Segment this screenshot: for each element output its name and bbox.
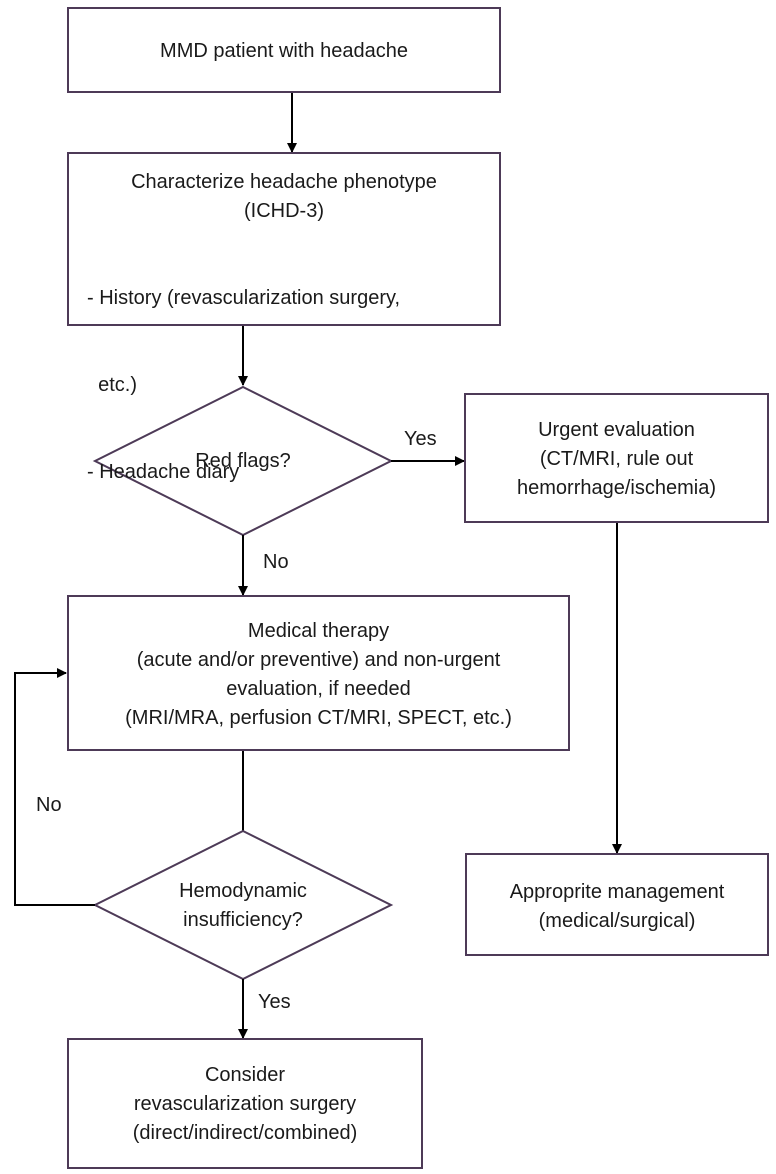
characterize-title-line-2: (ICHD-3) (244, 200, 324, 222)
hemodynamic-label: Hemodynamic insufficiency? (95, 877, 391, 935)
urgent-line-3: hemorrhage/ischemia) (517, 477, 716, 499)
characterize-bullet-history: - History (revascularization surgery, (87, 287, 401, 309)
urgent-evaluation-box: Urgent evaluation (CT/MRI, rule out hemo… (464, 393, 769, 523)
medical-line-4: (MRI/MRA, perfusion CT/MRI, SPECT, etc.) (125, 707, 512, 729)
characterize-title-line-1: Characterize headache phenotype (131, 171, 437, 193)
edge-label-red-flags-no: No (263, 551, 289, 573)
red-flags-label: Red flags? (95, 447, 391, 476)
edge-label-hemodynamic-no: No (36, 794, 62, 816)
surgery-line-1: Consider (204, 1064, 286, 1086)
urgent-line-1: Urgent evaluation (538, 419, 695, 441)
hemodynamic-line-2: insufficiency? (183, 909, 303, 931)
urgent-line-2: (CT/MRI, rule out (539, 448, 694, 470)
start-box-text: MMD patient with headache (160, 40, 408, 62)
medical-therapy-box: Medical therapy (acute and/or preventive… (67, 595, 570, 751)
medical-line-1: Medical therapy (247, 620, 390, 642)
edge-label-hemodynamic-yes: Yes (258, 991, 291, 1013)
edge-label-red-flags-yes: Yes (404, 428, 437, 450)
medical-line-2: (acute and/or preventive) and non-urgent (136, 649, 501, 671)
surgery-line-3: (direct/indirect/combined) (132, 1122, 358, 1144)
characterize-box: Characterize headache phenotype (ICHD-3)… (67, 152, 501, 483)
medical-line-3: evaluation, if needed (226, 678, 411, 700)
management-box: Approprite management (medical/surgical) (465, 853, 769, 956)
arrow-hemodynamic-loop-back (14, 668, 95, 906)
hemodynamic-line-1: Hemodynamic (179, 880, 307, 902)
characterize-bullet-diary: - Headache diary (87, 461, 240, 483)
surgery-box: Consider revascularization surgery (dire… (67, 1038, 423, 1169)
management-line-1: Approprite management (509, 881, 725, 903)
surgery-line-2: revascularization surgery (133, 1093, 357, 1115)
characterize-bullet-history-cont: etc.) (87, 374, 138, 396)
red-flags-text: Red flags? (195, 450, 291, 472)
start-box: MMD patient with headache (67, 7, 501, 93)
management-line-2: (medical/surgical) (538, 910, 696, 932)
